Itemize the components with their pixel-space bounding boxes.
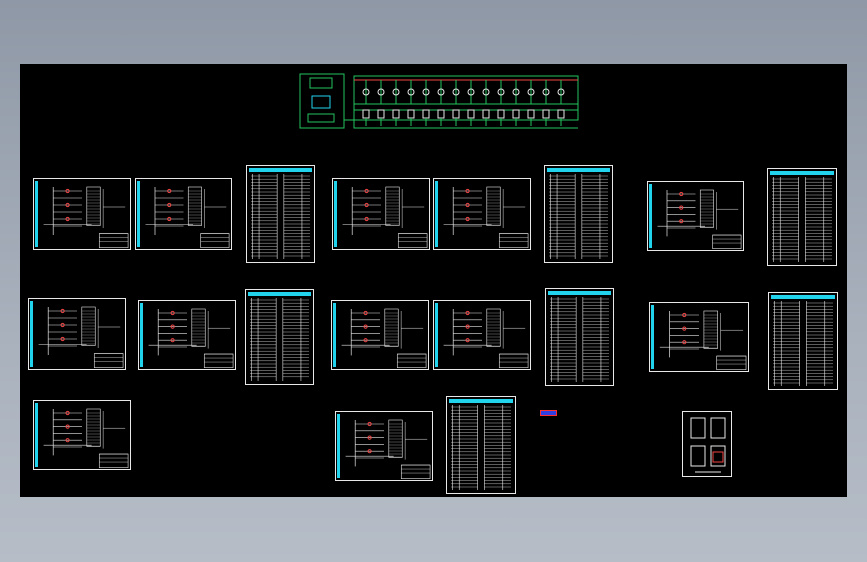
busbar-panel-outline [353, 75, 579, 121]
sheet-margin-strip [333, 303, 336, 367]
drawing-sheet-table[interactable] [246, 165, 315, 263]
breaker-feeder [542, 80, 550, 126]
sheet-margin-strip [35, 403, 38, 467]
breaker-feeder [392, 80, 400, 126]
sheet-margin-strip [435, 303, 438, 367]
control-cabinet-outline [299, 73, 345, 129]
sheet-margin-strip [35, 181, 38, 247]
drawing-sheet-schematic[interactable] [433, 300, 531, 370]
drawing-sheet-schematic[interactable] [649, 302, 749, 372]
sheet-margin-strip [30, 301, 33, 367]
sheet-margin-strip [435, 181, 438, 247]
breaker-feeder [437, 80, 445, 126]
sheet-margin-strip [140, 303, 143, 367]
breaker-feeder [452, 80, 460, 126]
drawing-sheet-schematic[interactable] [433, 178, 531, 250]
breaker-feeder [467, 80, 475, 126]
drawing-sheet-table[interactable] [767, 168, 837, 266]
drawing-sheet-schematic[interactable] [331, 300, 429, 370]
breaker-feeder [512, 80, 520, 126]
drawing-sheet-schematic[interactable] [332, 178, 430, 250]
breaker-feeder [482, 80, 490, 126]
drawing-sheet-schematic[interactable] [335, 411, 433, 481]
drawing-sheet-schematic[interactable] [138, 300, 236, 370]
sheet-margin-strip [337, 414, 340, 478]
sheet-header-bar [548, 291, 611, 295]
sheet-header-bar [449, 399, 513, 403]
sheet-margin-strip [334, 181, 337, 247]
breaker-feeder [362, 80, 370, 126]
drawing-sheet-table[interactable] [544, 165, 613, 263]
drawing-sheet-schematic[interactable] [647, 181, 744, 251]
breaker-feeder [527, 80, 535, 126]
sheet-margin-strip [649, 184, 652, 248]
sheet-header-bar [770, 171, 834, 175]
drawing-sheet-table[interactable] [768, 292, 838, 390]
single-line-diagram[interactable] [298, 70, 583, 132]
selection-marker[interactable] [540, 410, 557, 416]
sheet-header-bar [249, 168, 312, 172]
breaker-feeder [422, 80, 430, 126]
drawing-sheet-schematic[interactable] [135, 178, 232, 250]
drawing-sheet-table[interactable] [446, 396, 516, 494]
sheet-margin-strip [651, 305, 654, 369]
drawing-sheet-schematic[interactable] [28, 298, 126, 370]
drawing-sheet-layout[interactable] [682, 411, 732, 477]
sheet-header-bar [248, 292, 311, 296]
breaker-feeder [557, 80, 565, 126]
sheet-margin-strip [137, 181, 140, 247]
sheet-header-bar [771, 295, 835, 299]
drawing-sheet-schematic[interactable] [33, 400, 131, 470]
breaker-feeder [497, 80, 505, 126]
sheet-header-bar [547, 168, 610, 172]
drawing-sheet-table[interactable] [245, 289, 314, 385]
drawing-sheet-schematic[interactable] [33, 178, 131, 250]
breaker-feeder [407, 80, 415, 126]
cad-model-space[interactable] [20, 64, 847, 497]
breaker-feeder [377, 80, 385, 126]
drawing-sheet-table[interactable] [545, 288, 614, 386]
